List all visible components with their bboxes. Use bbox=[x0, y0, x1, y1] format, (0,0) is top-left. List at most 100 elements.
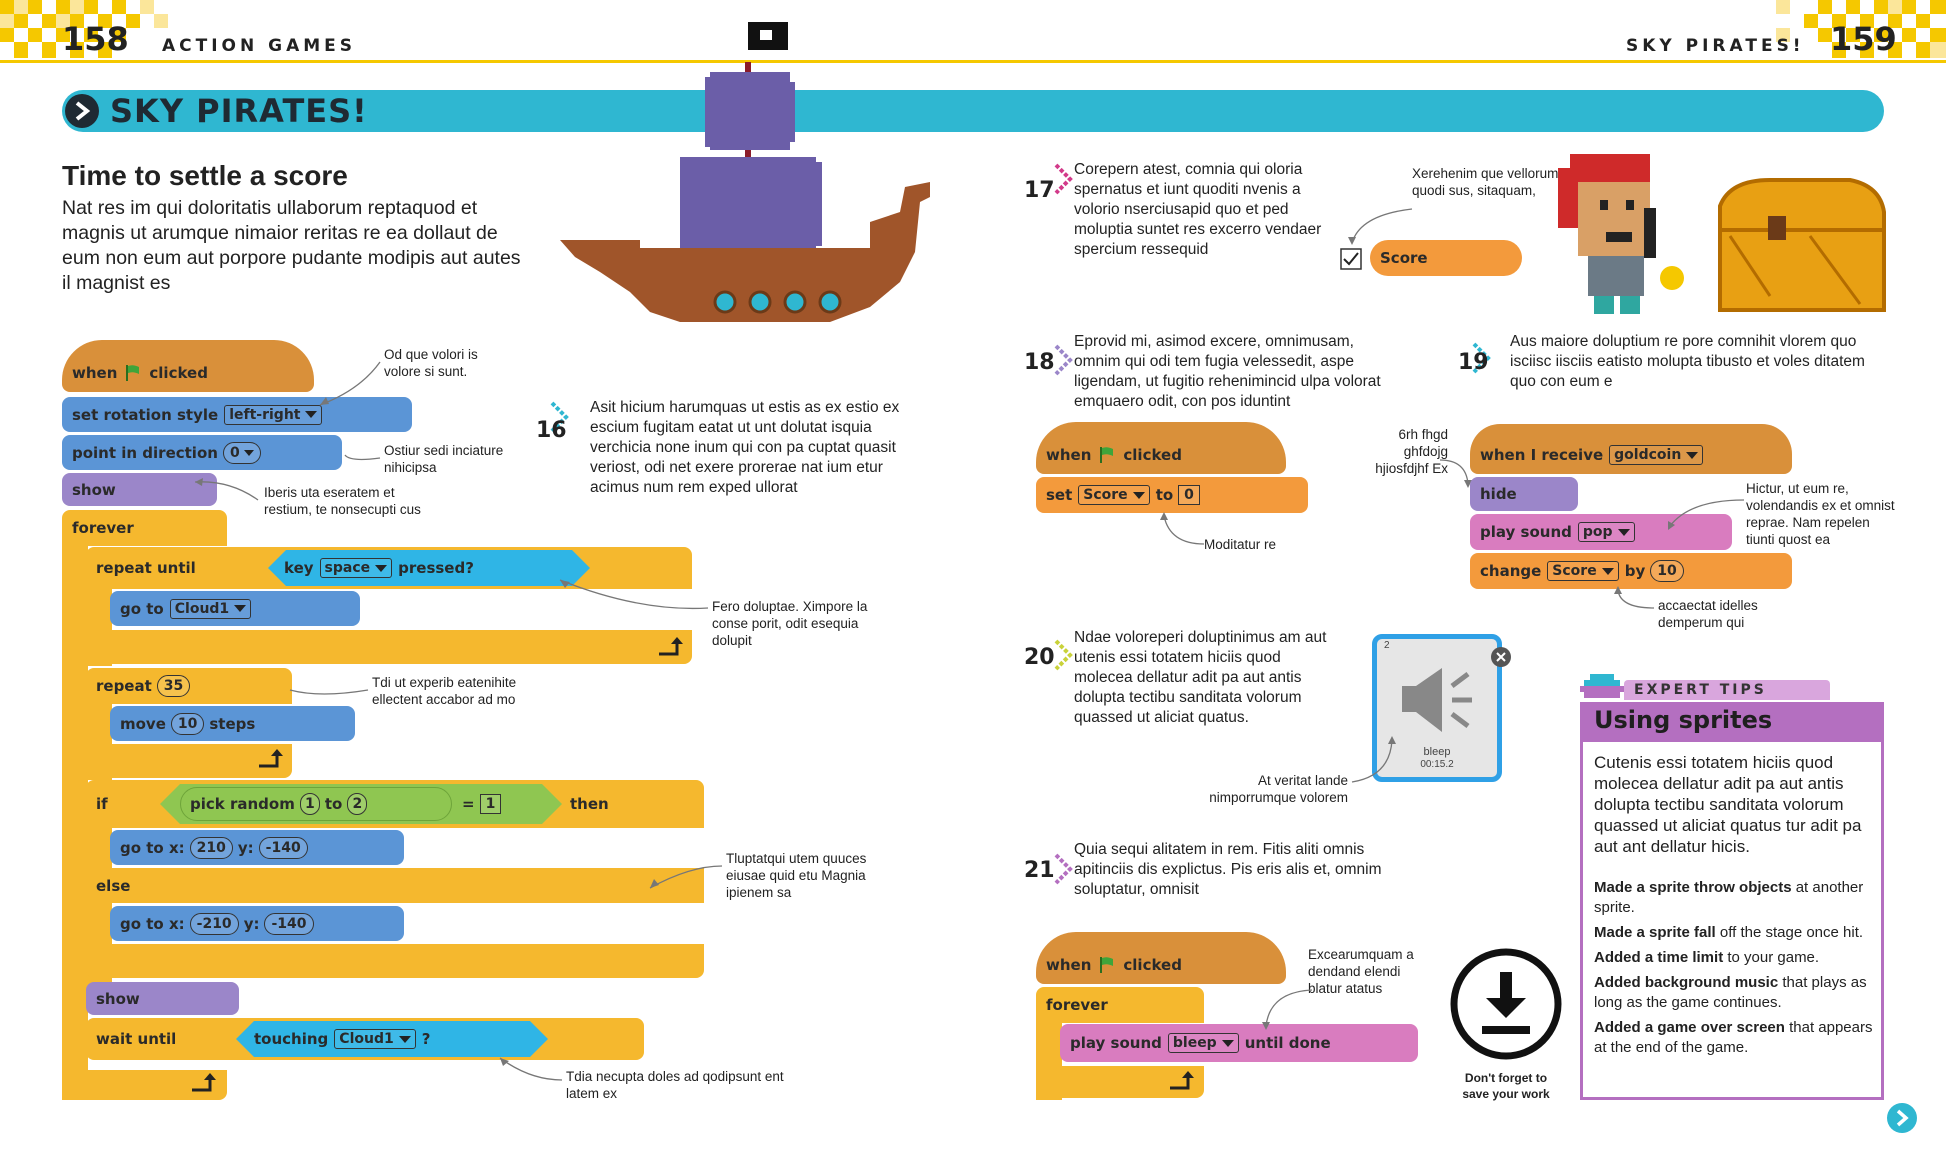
repeat-loop-arrow-icon bbox=[259, 749, 283, 768]
expert-tips-tag-bg bbox=[1624, 680, 1830, 700]
sound-dropdown-19[interactable]: pop bbox=[1577, 522, 1635, 542]
touching-label: touching bbox=[254, 1030, 329, 1048]
sound-tile-close-icon[interactable] bbox=[1490, 646, 1512, 668]
x-input-2[interactable]: -210 bbox=[189, 912, 239, 935]
annotation-leader-lines-left bbox=[194, 361, 723, 1081]
when-i-receive-label: when I receive bbox=[1480, 446, 1604, 464]
step-number-17: 17 bbox=[1024, 178, 1055, 203]
key-label: key bbox=[284, 559, 314, 577]
go-to-target-dropdown[interactable]: Cloud1 bbox=[169, 598, 252, 619]
when-i-receive-block[interactable]: when I receive goldcoin bbox=[1470, 424, 1792, 474]
change-amount-input[interactable]: 10 bbox=[1650, 560, 1684, 582]
compare-value-input[interactable]: 1 bbox=[479, 794, 502, 814]
next-page-arrow-icon[interactable] bbox=[1886, 1102, 1918, 1134]
step-number-21: 21 bbox=[1024, 858, 1055, 883]
go-to-cloud1-block[interactable]: go to Cloud1 bbox=[110, 591, 360, 626]
touching-question: ? bbox=[421, 1030, 431, 1048]
title-banner bbox=[62, 90, 1884, 132]
steps-label: steps bbox=[209, 714, 256, 733]
message-dropdown[interactable]: goldcoin bbox=[1609, 445, 1704, 465]
touching-dropdown[interactable]: Cloud1 bbox=[334, 1029, 416, 1049]
annotation-18-below: Moditatur re bbox=[1204, 537, 1277, 552]
when-label-18: when bbox=[1046, 446, 1092, 464]
then-label-wrap: then bbox=[560, 787, 640, 821]
annotation-18-side: 6rh fhgd ghfdojg hjiosfdjhf Ex bbox=[1375, 427, 1448, 476]
when-label: when bbox=[72, 364, 118, 382]
clicked-label-18: clicked bbox=[1123, 446, 1182, 464]
hide-block[interactable]: hide bbox=[1470, 477, 1578, 511]
random-to-input[interactable]: 2 bbox=[347, 793, 368, 815]
touching-sensing-block[interactable]: touching Cloud1 ? bbox=[246, 1021, 536, 1057]
y-input-2[interactable]: -140 bbox=[264, 912, 314, 935]
go-to-xy-block-2[interactable]: go to x: -210 y: -140 bbox=[110, 906, 404, 941]
show-block-1[interactable]: show bbox=[62, 473, 217, 506]
random-to-label: to bbox=[324, 795, 343, 813]
banner-arrow-icon bbox=[65, 94, 99, 128]
step-text-17: Corepern atest, comnia qui oloria sperna… bbox=[1074, 161, 1322, 258]
y-input-1[interactable]: -140 bbox=[258, 836, 308, 859]
move-label: move bbox=[120, 714, 166, 733]
point-in-direction-block[interactable]: point in direction 0 bbox=[62, 435, 342, 470]
step-number-19: 19 bbox=[1458, 350, 1489, 375]
pick-random-label: pick random bbox=[190, 795, 295, 813]
score-variable-reporter[interactable]: Score bbox=[1370, 240, 1522, 276]
when-flag-clicked-block-18[interactable]: when clicked bbox=[1036, 422, 1286, 474]
play-sound-pop-block[interactable]: play sound pop bbox=[1470, 514, 1732, 550]
go-to-label: go to bbox=[120, 599, 164, 618]
show-block-2[interactable]: show bbox=[86, 982, 239, 1015]
rotation-style-dropdown[interactable]: left-right bbox=[224, 404, 323, 425]
annotation-19-right: Hictur, ut eum re, volendandis ex et omn… bbox=[1746, 481, 1895, 547]
sound-dropdown-21[interactable]: bleep bbox=[1167, 1033, 1239, 1053]
forever-block-21[interactable]: forever bbox=[1036, 987, 1204, 1023]
right-section-title: SKY PIRATES! bbox=[1626, 36, 1805, 56]
x-input-1[interactable]: 210 bbox=[189, 836, 233, 859]
set-value-input[interactable]: 0 bbox=[1178, 485, 1200, 505]
pirate-ship-image bbox=[560, 22, 930, 322]
when-flag-clicked-block[interactable]: when clicked bbox=[62, 340, 314, 392]
tip-item: Added a time limit to your game. bbox=[1594, 949, 1820, 966]
move-steps-block[interactable]: move 10 steps bbox=[110, 706, 355, 741]
random-from-input[interactable]: 1 bbox=[299, 793, 320, 815]
play-sound-until-done-block[interactable]: play sound bleep until done bbox=[1060, 1024, 1418, 1062]
else-block[interactable]: else bbox=[86, 868, 704, 903]
expert-tips-body: Cutenis essi totatem hiciis quod molecea… bbox=[1594, 753, 1862, 856]
score-checkbox-icon[interactable] bbox=[1340, 248, 1362, 270]
tip-item: Added a game over screen that appears at… bbox=[1594, 1019, 1873, 1056]
annotation-7: Tdia necupta doles ad qodipsunt ent late… bbox=[566, 1069, 784, 1101]
sound-tile-name: bleep bbox=[1423, 746, 1451, 758]
pressed-label: pressed? bbox=[398, 559, 474, 577]
direction-input[interactable]: 0 bbox=[222, 441, 261, 464]
forever-loop-arrow-icon bbox=[192, 1073, 216, 1092]
forever-block-top[interactable]: forever bbox=[62, 510, 227, 546]
change-by-label: by bbox=[1624, 562, 1646, 580]
repeat-count-input[interactable]: 35 bbox=[156, 675, 191, 697]
step-text-16: Asit hicium harumquas ut estis as ex est… bbox=[590, 399, 900, 496]
set-rotation-style-block[interactable]: set rotation style left-right bbox=[62, 397, 412, 432]
key-pressed-sensing-block[interactable]: key space pressed? bbox=[272, 550, 582, 586]
go-to-xy-block-1[interactable]: go to x: 210 y: -140 bbox=[110, 830, 404, 865]
key-dropdown[interactable]: space bbox=[319, 558, 393, 578]
green-flag-icon-21 bbox=[1100, 957, 1114, 973]
set-variable-dropdown[interactable]: Score bbox=[1078, 485, 1150, 505]
green-flag-icon bbox=[126, 365, 140, 381]
move-steps-input[interactable]: 10 bbox=[170, 712, 205, 735]
annotation-6: Tluptatqui utem quuces eiusae quid etu M… bbox=[726, 851, 867, 900]
sound-tile-note-leader bbox=[1351, 736, 1396, 783]
change-variable-dropdown[interactable]: Score bbox=[1547, 561, 1619, 581]
when-flag-clicked-block-21[interactable]: when clicked bbox=[1036, 932, 1286, 984]
play-sound-label-21: play sound bbox=[1070, 1034, 1162, 1052]
go-to-x-label-1: go to x: bbox=[120, 838, 185, 857]
pirate-sprite-image bbox=[1558, 154, 1684, 314]
annotation-5: Tdi ut experib eatenihite ellectent acca… bbox=[372, 675, 517, 707]
expert-tips-tag: EXPERT TIPS bbox=[1634, 682, 1767, 698]
set-score-block[interactable]: set Score to 0 bbox=[1036, 477, 1308, 513]
when-label-21: when bbox=[1046, 956, 1092, 974]
score-note-leader bbox=[1348, 208, 1413, 245]
forever-label: forever bbox=[72, 519, 134, 537]
repeat-block[interactable]: repeat 35 bbox=[86, 668, 292, 704]
intro-heading: Time to settle a score bbox=[62, 160, 348, 191]
change-score-block[interactable]: change Score by 10 bbox=[1470, 553, 1792, 589]
expert-tips-pixel-icon bbox=[1580, 674, 1624, 698]
forever-block-bottom bbox=[62, 1070, 227, 1100]
